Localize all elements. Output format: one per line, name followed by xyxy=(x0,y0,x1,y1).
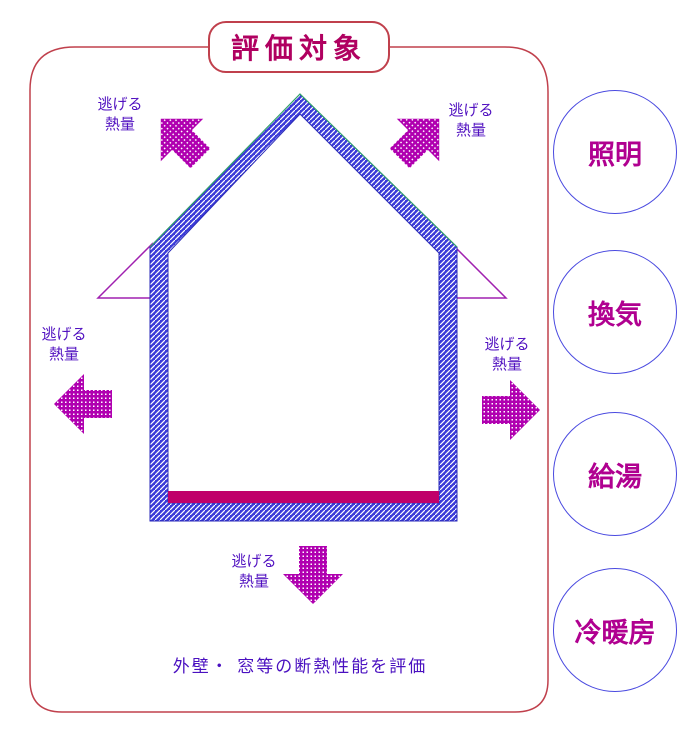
item-heating-cooling: 冷暖房 xyxy=(553,568,677,692)
heat-label-line1: 逃げる xyxy=(41,325,87,343)
heat-loss-arrow-icon xyxy=(54,374,112,434)
heat-label-line1: 逃げる xyxy=(484,335,530,353)
heat-loss-arrow-icon xyxy=(283,546,343,604)
heat-loss-arrow-icon xyxy=(389,118,440,169)
heat-label-line1: 逃げる xyxy=(448,101,494,119)
heat-label-top-left: 逃げる 熱量 xyxy=(80,94,160,134)
heat-label-left: 逃げる 熱量 xyxy=(24,324,104,364)
heat-label-line2: 熱量 xyxy=(491,355,522,373)
roof-edge xyxy=(149,93,458,248)
heat-label-line2: 熱量 xyxy=(238,572,269,590)
eave-left xyxy=(96,242,153,299)
heat-label-bottom: 逃げる 熱量 xyxy=(214,551,294,591)
item-lighting: 照明 xyxy=(553,90,677,214)
heat-label-line1: 逃げる xyxy=(231,552,277,570)
heat-loss-arrow-icon xyxy=(482,380,540,440)
floor-bar xyxy=(168,491,439,503)
caption: 外壁・ 窓等の断熱性能を評価 xyxy=(172,657,428,677)
heat-loss-arrow-icon xyxy=(160,118,211,169)
eave-right xyxy=(451,242,508,299)
item-ventilation: 換気 xyxy=(553,250,677,374)
heat-label-line2: 熱量 xyxy=(455,121,486,139)
frame-title: 評価対象 xyxy=(208,21,390,73)
heat-label-top-right: 逃げる 熱量 xyxy=(431,100,511,140)
heat-label-right: 逃げる 熱量 xyxy=(467,334,547,374)
item-hot-water: 給湯 xyxy=(553,412,677,536)
heat-label-line2: 熱量 xyxy=(48,345,79,363)
heat-label-line2: 熱量 xyxy=(104,115,135,133)
evaluation-frame xyxy=(29,46,549,713)
heat-label-line1: 逃げる xyxy=(97,95,143,113)
